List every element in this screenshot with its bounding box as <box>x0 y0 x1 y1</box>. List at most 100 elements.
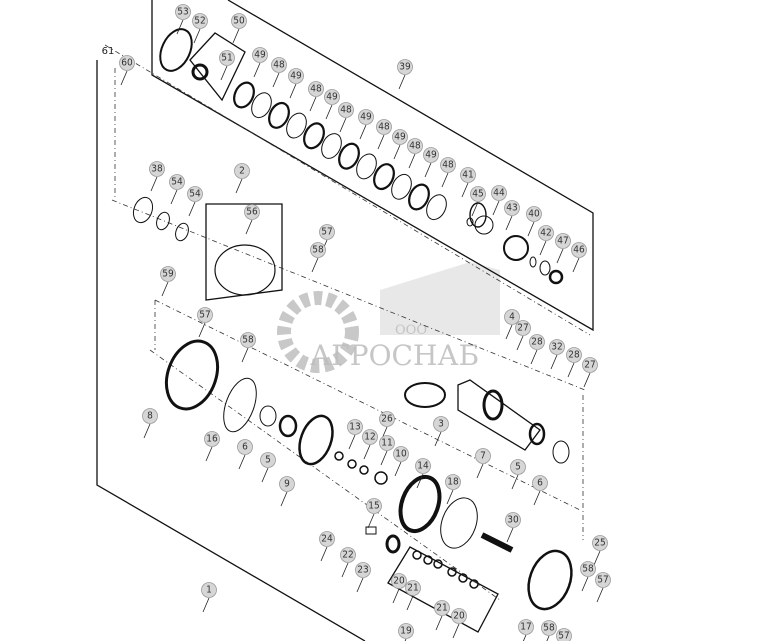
callout-40[interactable]: 40 <box>526 206 542 222</box>
callout-49[interactable]: 49 <box>423 147 439 163</box>
leader-line <box>533 490 541 506</box>
callout-49[interactable]: 49 <box>288 68 304 84</box>
leader-line <box>245 219 253 235</box>
callout-42[interactable]: 42 <box>538 225 554 241</box>
callout-57[interactable]: 57 <box>556 628 572 641</box>
callout-49[interactable]: 49 <box>392 129 408 145</box>
callout-number: 12 <box>364 432 375 443</box>
callout-48[interactable]: 48 <box>440 157 456 173</box>
callout-20[interactable]: 20 <box>391 573 407 589</box>
callout-16[interactable]: 16 <box>204 431 220 447</box>
callout-58[interactable]: 58 <box>240 332 256 348</box>
callout-54[interactable]: 54 <box>169 174 185 190</box>
callout-53[interactable]: 53 <box>175 4 191 20</box>
callout-49[interactable]: 49 <box>252 47 268 63</box>
callout-59[interactable]: 59 <box>160 266 176 282</box>
callout-49[interactable]: 49 <box>324 89 340 105</box>
callout-17[interactable]: 17 <box>518 619 534 635</box>
callout-3[interactable]: 3 <box>433 416 449 432</box>
callout-7[interactable]: 7 <box>475 448 491 464</box>
callout-60[interactable]: 60 <box>119 55 135 71</box>
callout-43[interactable]: 43 <box>504 200 520 216</box>
callout-57[interactable]: 57 <box>197 307 213 323</box>
callout-9[interactable]: 9 <box>279 476 295 492</box>
callout-57[interactable]: 57 <box>319 224 335 240</box>
callout-32[interactable]: 32 <box>549 339 565 355</box>
leader-line <box>356 577 364 593</box>
callout-58[interactable]: 58 <box>580 561 596 577</box>
callout-6[interactable]: 6 <box>532 475 548 491</box>
ring <box>529 256 537 268</box>
callout-49[interactable]: 49 <box>358 109 374 125</box>
callout-18[interactable]: 18 <box>445 474 461 490</box>
callout-6[interactable]: 6 <box>237 439 253 455</box>
callout-15[interactable]: 15 <box>366 498 382 514</box>
callout-24[interactable]: 24 <box>319 531 335 547</box>
callout-28[interactable]: 28 <box>566 347 582 363</box>
callout-14[interactable]: 14 <box>415 458 431 474</box>
callout-27[interactable]: 27 <box>515 320 531 336</box>
callout-13[interactable]: 13 <box>347 419 363 435</box>
callout-48[interactable]: 48 <box>338 102 354 118</box>
callout-2[interactable]: 2 <box>234 163 250 179</box>
shaft <box>480 532 514 553</box>
callout-28[interactable]: 28 <box>529 334 545 350</box>
callout-47[interactable]: 47 <box>555 233 571 249</box>
callout-54[interactable]: 54 <box>187 186 203 202</box>
leader-line <box>380 450 388 466</box>
watermark-logo: ООО АГРОСНАБ <box>277 262 500 373</box>
callout-number: 27 <box>517 323 528 334</box>
callout-number: 42 <box>540 228 551 239</box>
callout-48[interactable]: 48 <box>407 138 423 154</box>
callout-41[interactable]: 41 <box>460 167 476 183</box>
callout-number: 43 <box>506 203 517 214</box>
callout-number: 2 <box>239 166 245 177</box>
callout-50[interactable]: 50 <box>231 13 247 29</box>
callout-57[interactable]: 57 <box>595 572 611 588</box>
callout-22[interactable]: 22 <box>340 547 356 563</box>
callout-58[interactable]: 58 <box>310 242 326 258</box>
leader-line <box>359 124 367 140</box>
callout-10[interactable]: 10 <box>393 446 409 462</box>
callout-56[interactable]: 56 <box>244 204 260 220</box>
callout-5[interactable]: 5 <box>260 452 276 468</box>
centerlines <box>104 44 591 601</box>
callout-8[interactable]: 8 <box>142 408 158 424</box>
callout-46[interactable]: 46 <box>571 242 587 258</box>
callout-4[interactable]: 4 <box>504 309 520 325</box>
callout-27[interactable]: 27 <box>582 357 598 373</box>
callout-5[interactable]: 5 <box>510 459 526 475</box>
callout-39[interactable]: 39 <box>397 59 413 75</box>
leader-line <box>176 19 184 35</box>
callout-38[interactable]: 38 <box>149 161 165 177</box>
leader-line <box>435 615 443 631</box>
callout-48[interactable]: 48 <box>308 81 324 97</box>
callout-48[interactable]: 48 <box>376 119 392 135</box>
callout-44[interactable]: 44 <box>491 185 507 201</box>
callout-12[interactable]: 12 <box>362 429 378 445</box>
callout-21[interactable]: 21 <box>405 580 421 596</box>
callout-30[interactable]: 30 <box>505 512 521 528</box>
callout-26[interactable]: 26 <box>379 411 395 427</box>
callout-21[interactable]: 21 <box>434 600 450 616</box>
callout-58[interactable]: 58 <box>541 620 557 636</box>
clutch-disc <box>286 112 307 139</box>
callout-11[interactable]: 11 <box>379 435 395 451</box>
callout-51[interactable]: 51 <box>219 50 235 66</box>
callout-23[interactable]: 23 <box>355 562 371 578</box>
clutch-disc <box>356 153 377 180</box>
leader-line <box>202 597 210 613</box>
leader-line <box>150 176 158 192</box>
callout-48[interactable]: 48 <box>271 57 287 73</box>
callout-25[interactable]: 25 <box>592 535 608 551</box>
callout-20[interactable]: 20 <box>451 608 467 624</box>
callout-number: 40 <box>528 209 540 220</box>
callout-45[interactable]: 45 <box>470 186 486 202</box>
callout-1[interactable]: 1 <box>201 582 217 598</box>
leader-line <box>341 562 349 578</box>
callout-52[interactable]: 52 <box>192 13 208 29</box>
leader-line <box>348 434 356 450</box>
callout-number: 53 <box>177 7 188 18</box>
needle-bearing <box>458 573 468 583</box>
callout-19[interactable]: 19 <box>398 623 414 639</box>
